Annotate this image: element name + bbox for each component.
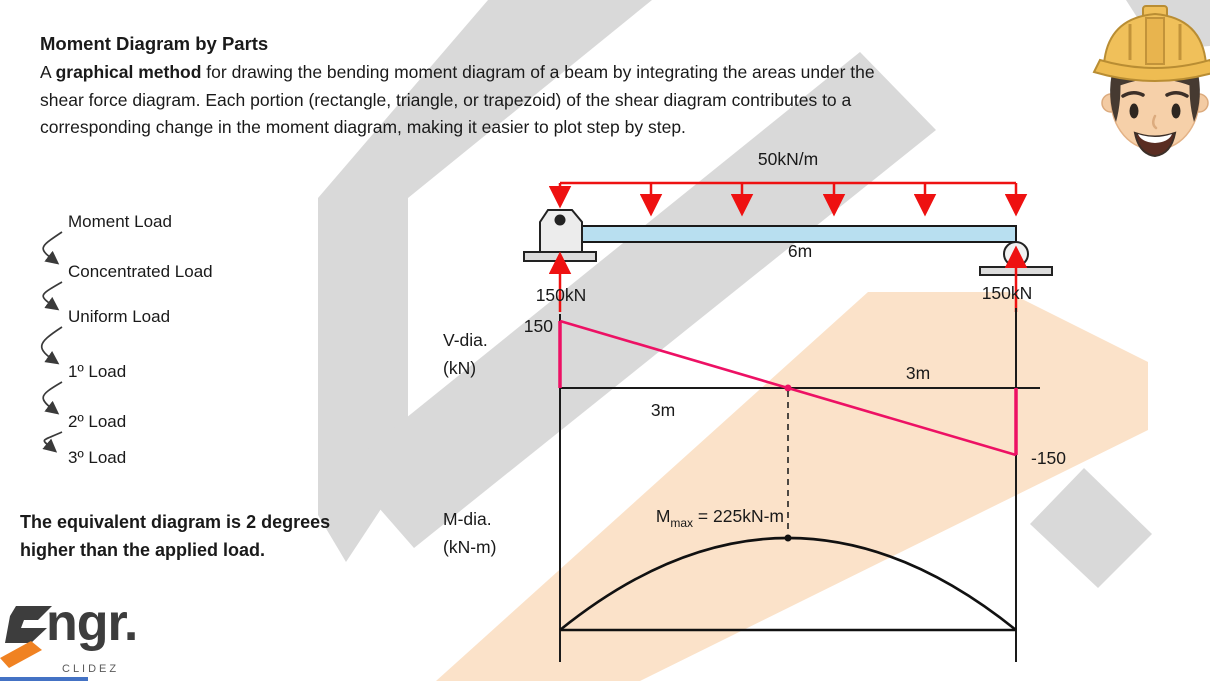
list-item-3deg-load: 3º Load — [68, 448, 127, 467]
diagram-frame-lines — [559, 308, 1040, 662]
moment-curve — [559, 534, 1017, 632]
teeth — [1138, 134, 1172, 143]
shear-start-value: 150 — [523, 316, 553, 336]
page-title: Moment Diagram by Parts — [40, 33, 269, 54]
logo-tagline: CLIDEZ — [62, 663, 120, 675]
right-half-span-label: 3m — [905, 363, 931, 383]
intro-bold-phrase: graphical method — [55, 62, 202, 82]
list-item-uniform-load: Uniform Load — [68, 307, 171, 326]
watermark-orange-stripe — [436, 292, 1148, 681]
moment-max-label: Mmax = 225kN-m — [655, 506, 784, 530]
pin-dot — [554, 214, 566, 226]
reaction-arrows — [548, 245, 1028, 312]
m-diagram-label: M-dia. — [443, 509, 492, 529]
note-text: The equivalent diagram is 2 degrees high… — [20, 512, 331, 560]
intro-paragraph: A graphical method for drawing the bendi… — [40, 59, 875, 142]
nose — [1152, 114, 1158, 130]
left-reaction-label: 150kN — [535, 285, 587, 305]
list-item-concentrated-load: Concentrated Load — [68, 262, 213, 281]
beam — [559, 225, 1017, 243]
logo-mark — [0, 606, 52, 668]
span-label: 6m — [787, 241, 813, 261]
logo-name: ngr. — [46, 594, 138, 652]
moment-max-subscript: max — [670, 516, 694, 530]
moment-peak-point — [784, 534, 792, 542]
load-list-arrows — [40, 231, 63, 453]
hardhat-panel — [1145, 17, 1165, 65]
list-item-moment-load: Moment Load — [68, 212, 172, 231]
intro-line-2: shear force diagram. Each portion (recta… — [40, 89, 852, 110]
eye-right — [1171, 103, 1181, 119]
hardhat-brim — [1092, 58, 1210, 82]
intro-line-3: corresponding change in the moment diagr… — [40, 117, 686, 137]
intro-line-1: A graphical method for drawing the bendi… — [40, 62, 875, 82]
engineer-avatar — [1092, 5, 1210, 158]
distributed-load-arrows — [548, 181, 1028, 217]
list-item-1deg-load: 1º Load — [68, 362, 127, 381]
v-diagram-label: V-dia. — [443, 330, 488, 350]
eye-left — [1129, 103, 1139, 119]
right-reaction-label: 150kN — [981, 283, 1033, 303]
eyebrow-left — [1121, 91, 1145, 98]
shear-end-value: -150 — [1031, 448, 1067, 468]
eyebrow-right — [1165, 91, 1189, 98]
m-diagram-unit: (kN-m) — [443, 537, 497, 557]
v-diagram-unit: (kN) — [443, 358, 477, 378]
bottom-accent-bar — [0, 677, 88, 681]
distributed-load-label: 50kN/m — [757, 149, 819, 169]
list-item-2deg-load: 2º Load — [68, 412, 127, 431]
shear-zero-point — [784, 384, 792, 392]
left-half-span-label: 3m — [650, 400, 676, 420]
